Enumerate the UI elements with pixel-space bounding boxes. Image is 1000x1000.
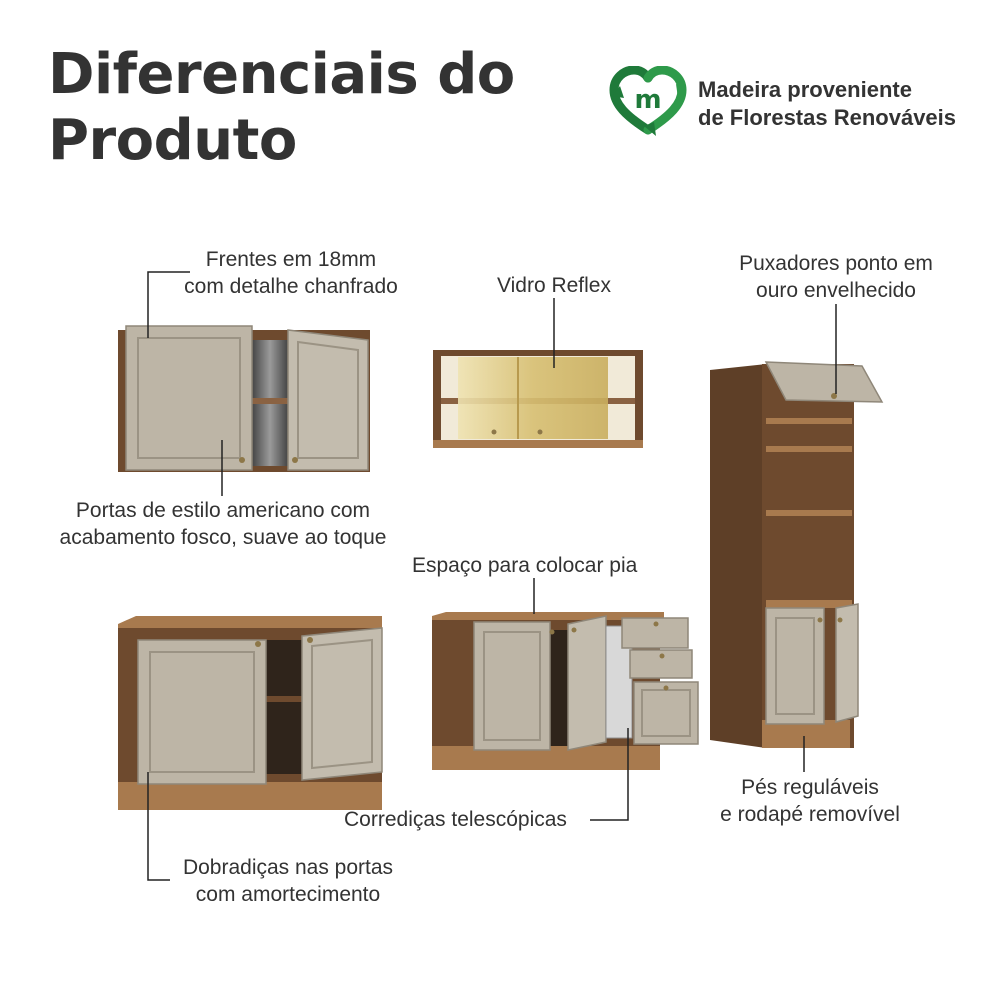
callout-puxadores-line1: Puxadores ponto em xyxy=(739,252,933,275)
tall-cabinet xyxy=(710,361,884,748)
callout-lines xyxy=(147,271,837,881)
eco-badge-text: Madeira proveniente de Florestas Renováv… xyxy=(698,76,956,132)
callout-pes: Pés reguláveis e rodapé removível xyxy=(700,774,920,828)
callout-puxadores: Puxadores ponto em ouro envelhecido xyxy=(720,250,952,304)
leader-dobradicas xyxy=(147,772,170,881)
sink-cabinet-drawers xyxy=(432,612,699,770)
callout-corredicas: Corrediças telescópicas xyxy=(344,806,567,833)
callout-vidro-line1: Vidro Reflex xyxy=(496,274,611,297)
callout-frentes-line2: com detalhe chanfrado xyxy=(184,275,398,298)
callout-portas-line2: acabamento fosco, suave ao toque xyxy=(59,526,387,549)
eco-badge-line1: Madeira proveniente xyxy=(698,77,912,102)
callout-pes-line1: Pés reguláveis xyxy=(741,776,879,799)
leader-corredicas xyxy=(590,728,629,821)
callout-corredicas-line1: Corrediças telescópicas xyxy=(344,808,567,831)
eco-badge-line2: de Florestas Renováveis xyxy=(698,105,957,130)
callout-frentes-line1: Frentes em 18mm xyxy=(205,248,377,271)
callout-dobradicas-line1: Dobradiças nas portas xyxy=(182,856,394,879)
page-title-line2: Produto xyxy=(48,108,297,173)
callout-frentes: Frentes em 18mm com detalhe chanfrado xyxy=(172,246,410,300)
callout-espaco-line1: Espaço para colocar pia xyxy=(412,554,638,577)
callout-vidro: Vidro Reflex xyxy=(484,272,624,299)
page-title: Diferenciais do Produto xyxy=(48,42,515,174)
callout-portas: Portas de estilo americano com acabament… xyxy=(40,497,406,551)
page-title-line1: Diferenciais do xyxy=(48,42,515,107)
leader-frentes xyxy=(147,271,190,338)
callout-espaco: Espaço para colocar pia xyxy=(412,552,637,579)
callout-dobradicas-line2: com amortecimento xyxy=(195,883,381,906)
wall-cabinet-doors xyxy=(118,325,370,472)
eco-badge: m Madeira proveniente de Florestas Renov… xyxy=(608,66,988,138)
eco-logo-letter: m xyxy=(634,85,661,115)
recycle-icon: m xyxy=(609,66,687,136)
callout-portas-line1: Portas de estilo americano com xyxy=(75,499,371,522)
glass-wall-cabinet xyxy=(433,350,643,448)
callout-dobradicas: Dobradiças nas portas com amortecimento xyxy=(166,854,410,908)
callout-pes-line2: e rodapé removível xyxy=(720,803,900,826)
base-cabinet-doors xyxy=(118,616,383,810)
callout-puxadores-line2: ouro envelhecido xyxy=(756,279,916,302)
